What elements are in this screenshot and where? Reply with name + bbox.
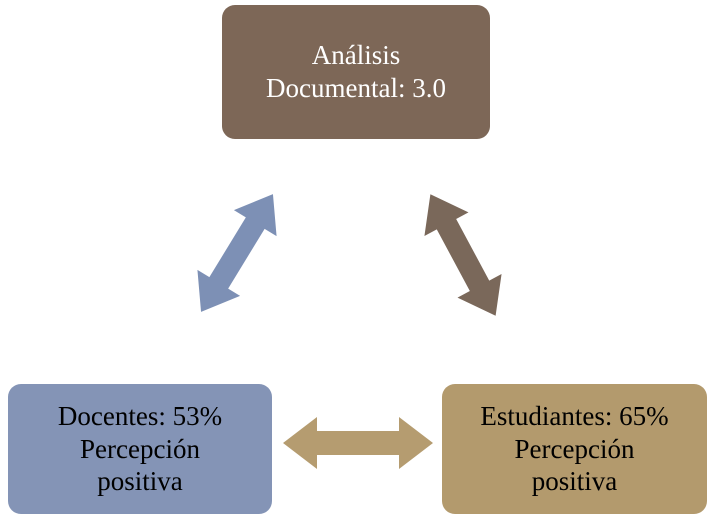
node-docentes-line-3: positiva bbox=[97, 466, 183, 497]
node-estudiantes: Estudiantes: 65% Percepción positiva bbox=[442, 384, 707, 514]
node-estudiantes-line-1: Estudiantes: 65% bbox=[480, 400, 669, 431]
arrow-docentes-estudiantes-icon bbox=[283, 417, 433, 469]
node-docentes: Docentes: 53% Percepción positiva bbox=[8, 384, 272, 514]
node-estudiantes-line-3: positiva bbox=[531, 466, 618, 497]
arrow-analisis-docentes-icon bbox=[197, 194, 277, 312]
node-estudiantes-line-2: Percepción bbox=[514, 433, 635, 464]
node-docentes-line-1: Docentes: 53% bbox=[57, 400, 223, 431]
arrow-analisis-estudiantes-icon bbox=[424, 194, 502, 316]
node-analisis-line-2: Documental: 3.0 bbox=[266, 73, 446, 103]
node-analisis-documental: Análisis Documental: 3.0 bbox=[222, 5, 490, 139]
node-docentes-line-2: Percepción bbox=[80, 433, 200, 464]
node-analisis-line-1: Análisis bbox=[311, 40, 401, 71]
